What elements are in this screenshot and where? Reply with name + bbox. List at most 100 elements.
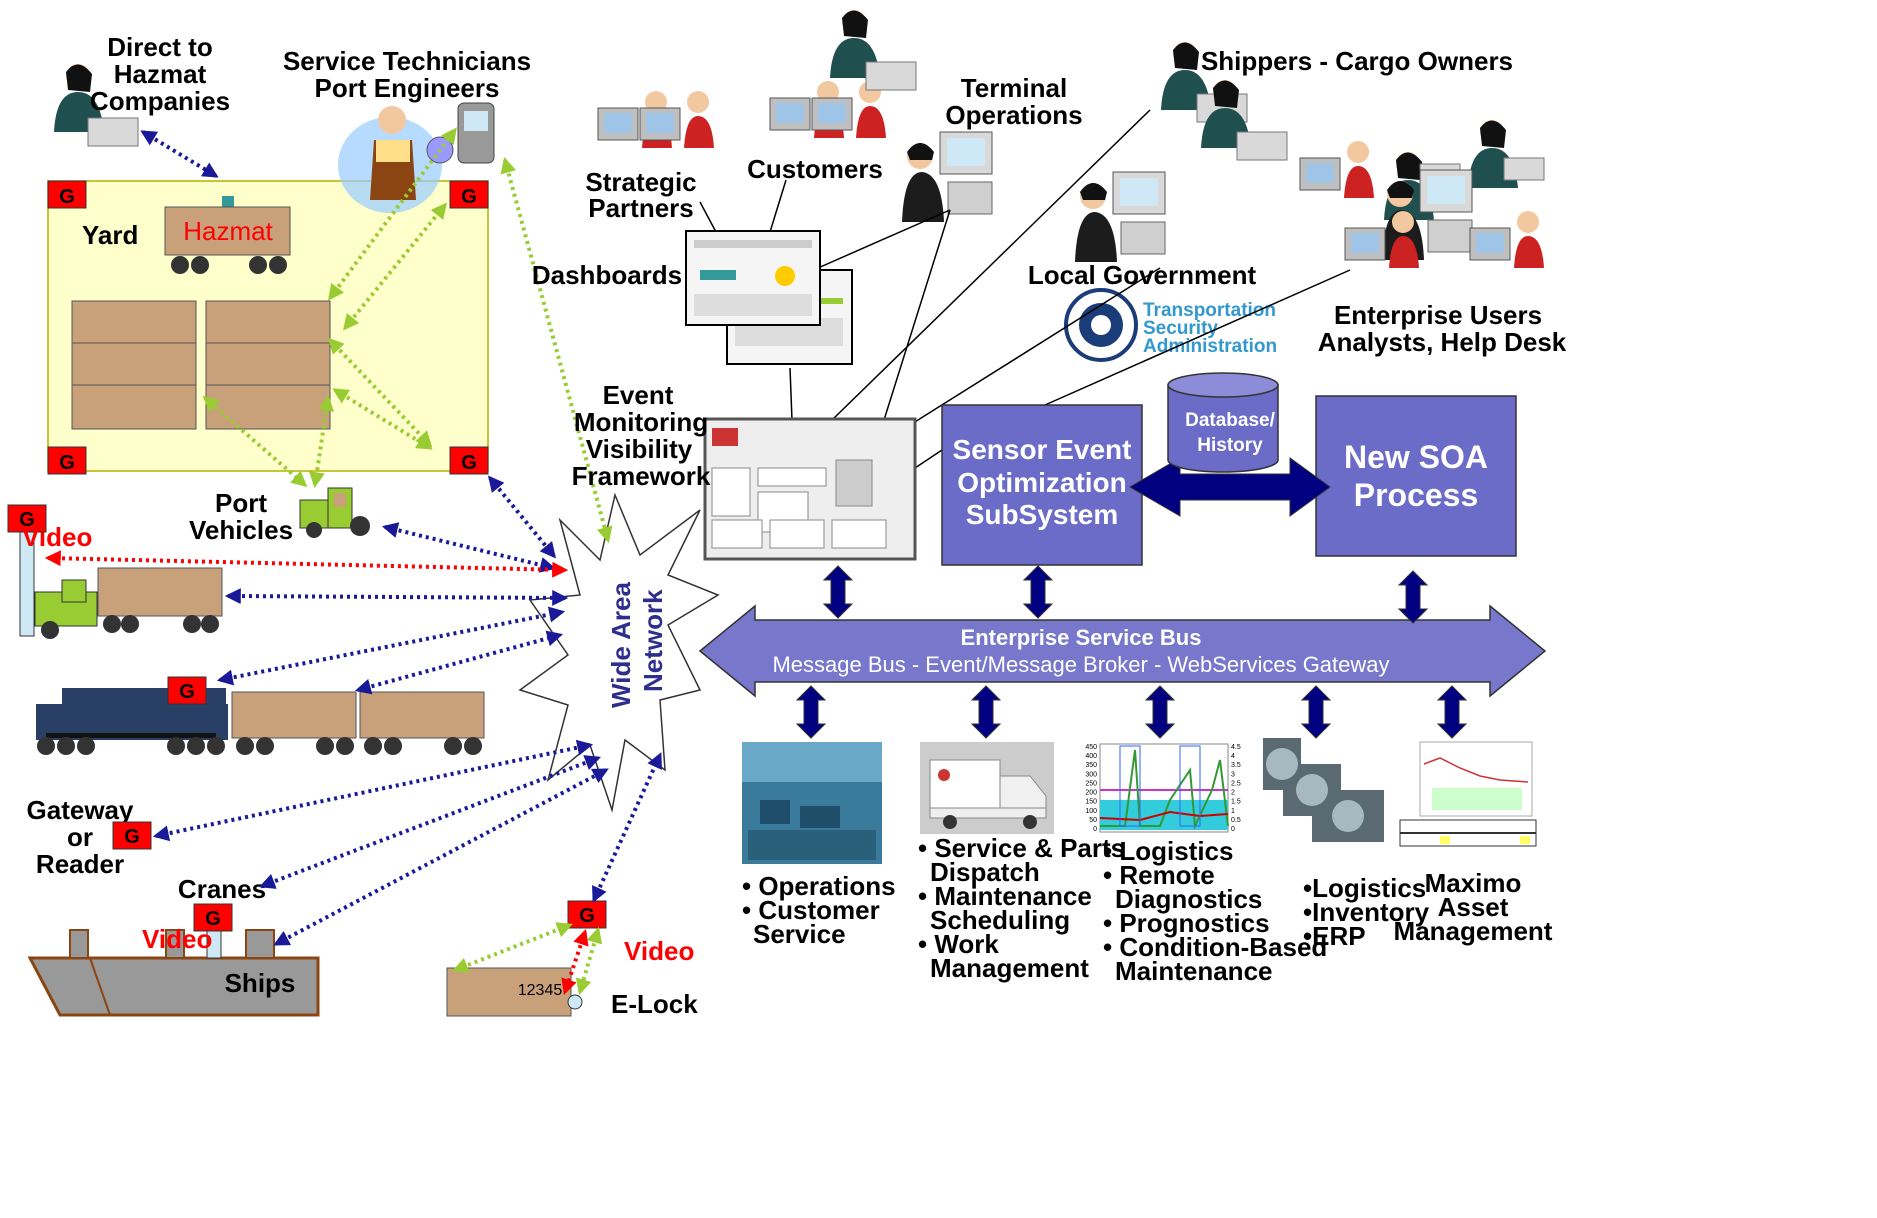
service-tech-line-1: Service Technicians [283,46,531,76]
strategic-line-1: Strategic [585,167,696,197]
gate-marker-3: G [59,452,75,474]
gate-marker-2: G [461,186,477,208]
vertical-arrows [795,565,1468,739]
local-government-icon [1074,171,1166,263]
erp-1: •Logistics [1303,873,1426,903]
sp-5: • Work [918,929,999,959]
ops-2: • Customer [742,895,880,925]
wide-area-network: Wide Area Network [518,492,720,813]
direct-hazmat-line-3: Companies [90,86,230,116]
mini-y-left-tick-5: 200 [1085,790,1097,797]
hazmat-label: Hazmat [183,216,273,246]
mini-y-left-tick-2: 350 [1085,762,1097,769]
enterprise-users-line-1: Enterprise Users [1334,300,1542,330]
dashboard-screenshot-2 [685,230,821,326]
esb-title: Enterprise Service Bus [961,625,1202,650]
gateway-line-3: Reader [36,849,124,879]
mx-3: Management [1394,916,1553,946]
gate-marker-7: G [124,826,140,848]
database-line-1: Database/ [1185,410,1275,431]
ld-6: Maintenance [1115,956,1273,986]
sensor-event-box: Sensor Event Optimization SubSystem [941,404,1143,566]
service-van-photo [920,742,1054,834]
gate-marker-1: G [59,186,75,208]
sensor-line-3: SubSystem [966,499,1119,530]
video-label-elock: Video [624,936,694,966]
sp-6: Management [930,953,1089,983]
soa-line-2: Process [1354,477,1479,513]
mx-2: Asset [1438,892,1509,922]
sensor-soa-double-arrow [1129,457,1331,517]
erp-3: •ERP [1303,921,1366,951]
mini-y-right-tick-4: 2.5 [1231,780,1241,787]
gate-marker-8: G [205,908,221,930]
service-tech-line-2: Port Engineers [315,73,500,103]
mini-y-right-tick-3: 3 [1231,771,1235,778]
video-gate-post: G [7,504,47,637]
ld-2: • Remote [1103,860,1215,890]
train-icon: G [36,676,485,755]
mini-y-left-tick-3: 300 [1085,771,1097,778]
mini-y-right-tick-7: 1 [1231,808,1235,815]
operations-center-photo [742,742,882,864]
stacked-containers [71,300,331,430]
ops-1: • Operations [742,871,896,901]
gateway-reader-marker [112,821,152,850]
sp-2: Dispatch [930,857,1040,887]
strategic-partners-icon [597,90,715,149]
maximo-list: Maximo Asset Management [1394,868,1553,946]
enterprise-users-icons [1299,120,1545,269]
gate-marker-9: G [579,905,595,927]
mechanical-parts-photo [1263,738,1384,842]
mini-y-right-tick-6: 1.5 [1231,799,1241,806]
cranes-label: Cranes [178,874,266,904]
mini-y-left-tick-6: 150 [1085,799,1097,806]
mini-y-left-tick-0: 450 [1085,744,1097,751]
mini-y-right-tick-9: 0 [1231,826,1235,833]
database-line-2: History [1197,435,1263,456]
hazmat-container: Hazmat [164,196,291,274]
terminal-operations-icon [901,131,993,223]
ops-3: Service [753,919,846,949]
operations-list: • Operations • Customer Service [742,871,896,949]
logistics-diagnostics-list: • Logistics • Remote Diagnostics • Progn… [1103,836,1327,986]
yard-gateway-markers: G G G G [47,180,489,475]
gate-marker-4: G [461,452,477,474]
strategic-line-2: Partners [588,193,694,223]
mini-y-right-tick-0: 4.5 [1231,744,1241,751]
mini-y-right-tick-2: 3.5 [1231,762,1241,769]
ship-icon: G [27,903,320,1017]
event-monitoring-screenshot [703,417,917,561]
enterprise-users-line-2: Analysts, Help Desk [1318,327,1567,357]
service-parts-list: • Service & Parts Dispatch • Maintenance… [918,833,1125,983]
mini-y-right-tick-5: 2 [1231,790,1235,797]
maximo-report-thumbnail [1399,741,1537,847]
esb-subtitle: Message Bus - Event/Message Broker - Web… [772,652,1389,677]
mini-y-right-tick-1: 4 [1231,753,1235,760]
gate-marker-6: G [179,681,195,703]
elock-container: 12345 G [446,900,607,1017]
enterprise-service-bus: Enterprise Service Bus Message Bus - Eve… [698,604,1547,698]
hazmat-companies-person-icon [54,64,139,147]
shippers-label: Shippers - Cargo Owners [1201,46,1513,76]
erp-list: •Logistics •Inventory •ERP [1303,873,1430,951]
gateway-line-2: or [67,822,93,852]
elock-number: 12345 [518,982,563,999]
shippers-icon [1161,42,1288,161]
truck-icon [34,567,223,639]
ld-3: Diagnostics [1115,884,1262,914]
terminal-line-1: Terminal [961,73,1067,103]
sensor-line-2: Optimization [957,467,1127,498]
video-label-gate: Video [22,522,92,552]
port-vehicle-icon [299,487,370,538]
soa-process-box: New SOA Process [1315,395,1517,557]
gate-marker-5: G [19,509,35,531]
tsa-line-3: Administration [1143,336,1277,357]
event-monitoring-line-2: Monitoring [574,407,708,437]
wan-line-1: Wide Area [606,582,636,708]
yard-label: Yard [82,220,138,250]
network-links-green [202,127,613,996]
